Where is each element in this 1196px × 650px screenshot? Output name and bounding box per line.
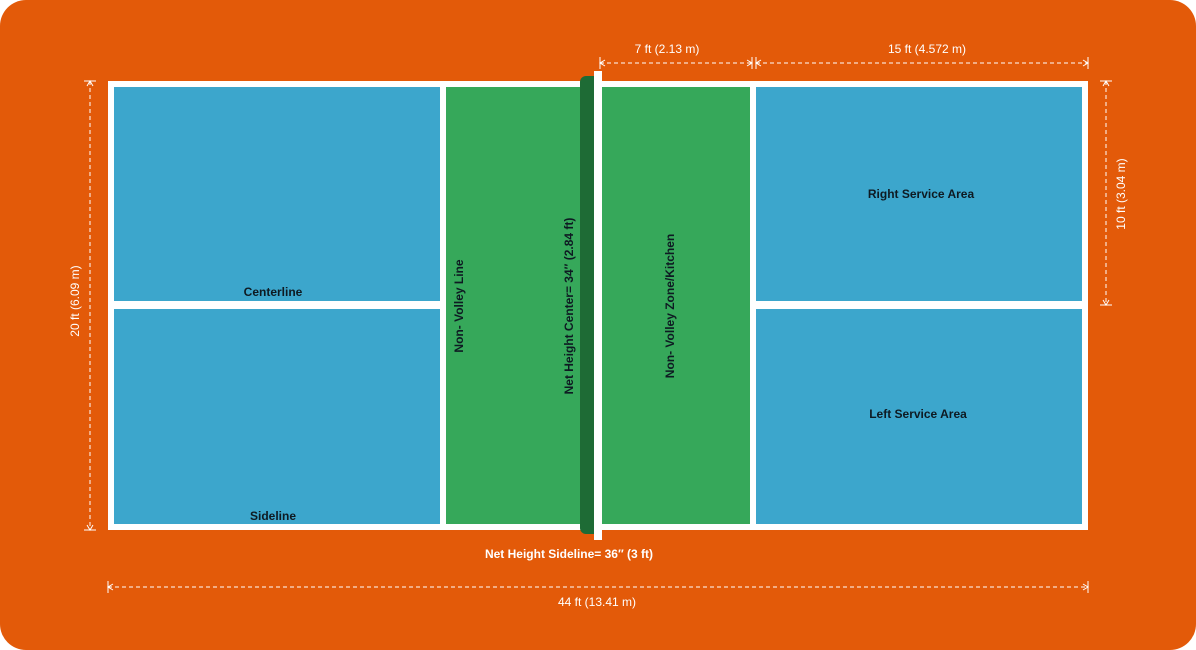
right-service-area-label: Right Service Area: [867, 187, 975, 201]
court-width-label: 20 ft (6.09 m): [68, 265, 82, 337]
net-line: [594, 71, 602, 540]
non-volley-zone-label: Non- Volley Zone/Kitchen: [663, 233, 677, 379]
left-service-area-label: Left Service Area: [869, 407, 967, 421]
non-volley-line-label: Non- Volley Line: [452, 259, 466, 353]
left-service-area: [756, 309, 1082, 524]
service-length-label: 15 ft (4.572 m): [887, 42, 967, 56]
right-kitchen-zone: [602, 87, 750, 524]
right-service-area: [756, 87, 1082, 301]
court-length-label: 44 ft (13.41 m): [557, 595, 637, 609]
sideline-label: Sideline: [249, 509, 297, 523]
left-kitchen-zone: [446, 87, 594, 524]
left-court-top-area: [114, 87, 440, 301]
centerline-label: Centerline: [243, 285, 303, 299]
net-height-sideline-label: Net Height Sideline= 36″ (3 ft): [484, 547, 654, 561]
net: [580, 76, 594, 534]
net-height-center-label: Net Height Center= 34″ (2.84 ft): [562, 217, 576, 395]
left-court-bottom-area: [114, 309, 440, 524]
service-width-label: 10 ft (3.04 m): [1114, 158, 1128, 230]
kitchen-width-label: 7 ft (2.13 m): [634, 42, 700, 56]
